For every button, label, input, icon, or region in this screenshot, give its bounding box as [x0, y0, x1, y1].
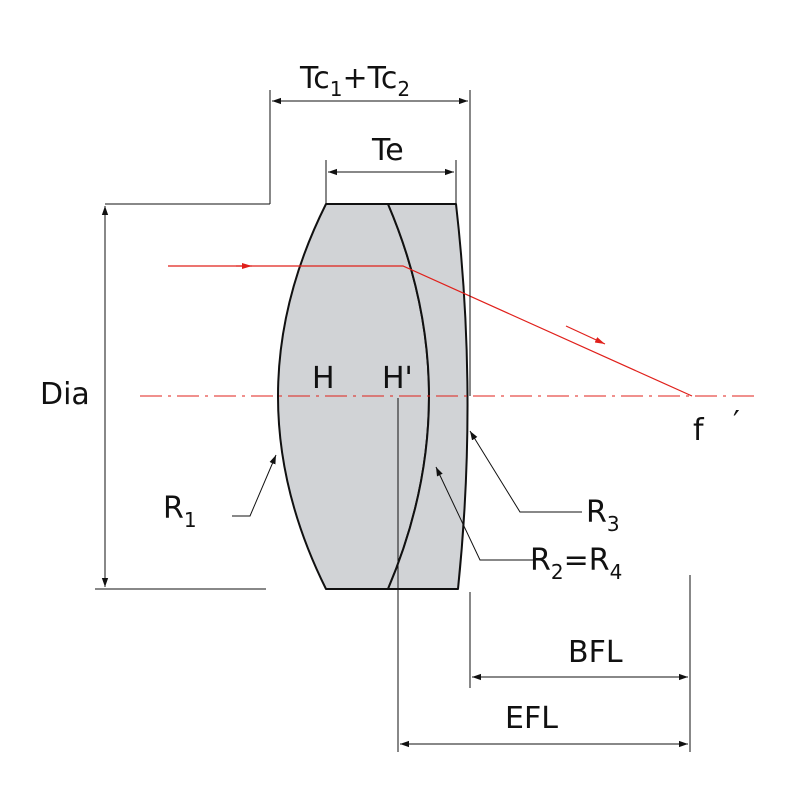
f-prime-mark: ′	[733, 405, 740, 440]
r1-leader	[232, 454, 277, 517]
tc-label: Tc1+Tc2	[299, 61, 410, 101]
f-label: f	[693, 413, 705, 448]
bfl-label: BFL	[568, 635, 623, 670]
efl-label: EFL	[505, 701, 558, 736]
h-prime-label: H'	[382, 361, 413, 396]
r3-leader	[469, 430, 582, 513]
r2-leader	[435, 466, 535, 561]
te-label: Te	[371, 133, 404, 168]
h-label: H	[312, 361, 335, 396]
ray-arrow-refracted	[565, 325, 606, 345]
r1-label: R1	[163, 491, 197, 532]
r2-r4-label: R2=R4	[530, 543, 622, 584]
r3-label: R3	[586, 495, 620, 536]
lens-element-2	[387, 203, 469, 590]
dia-label: Dia	[40, 377, 90, 412]
